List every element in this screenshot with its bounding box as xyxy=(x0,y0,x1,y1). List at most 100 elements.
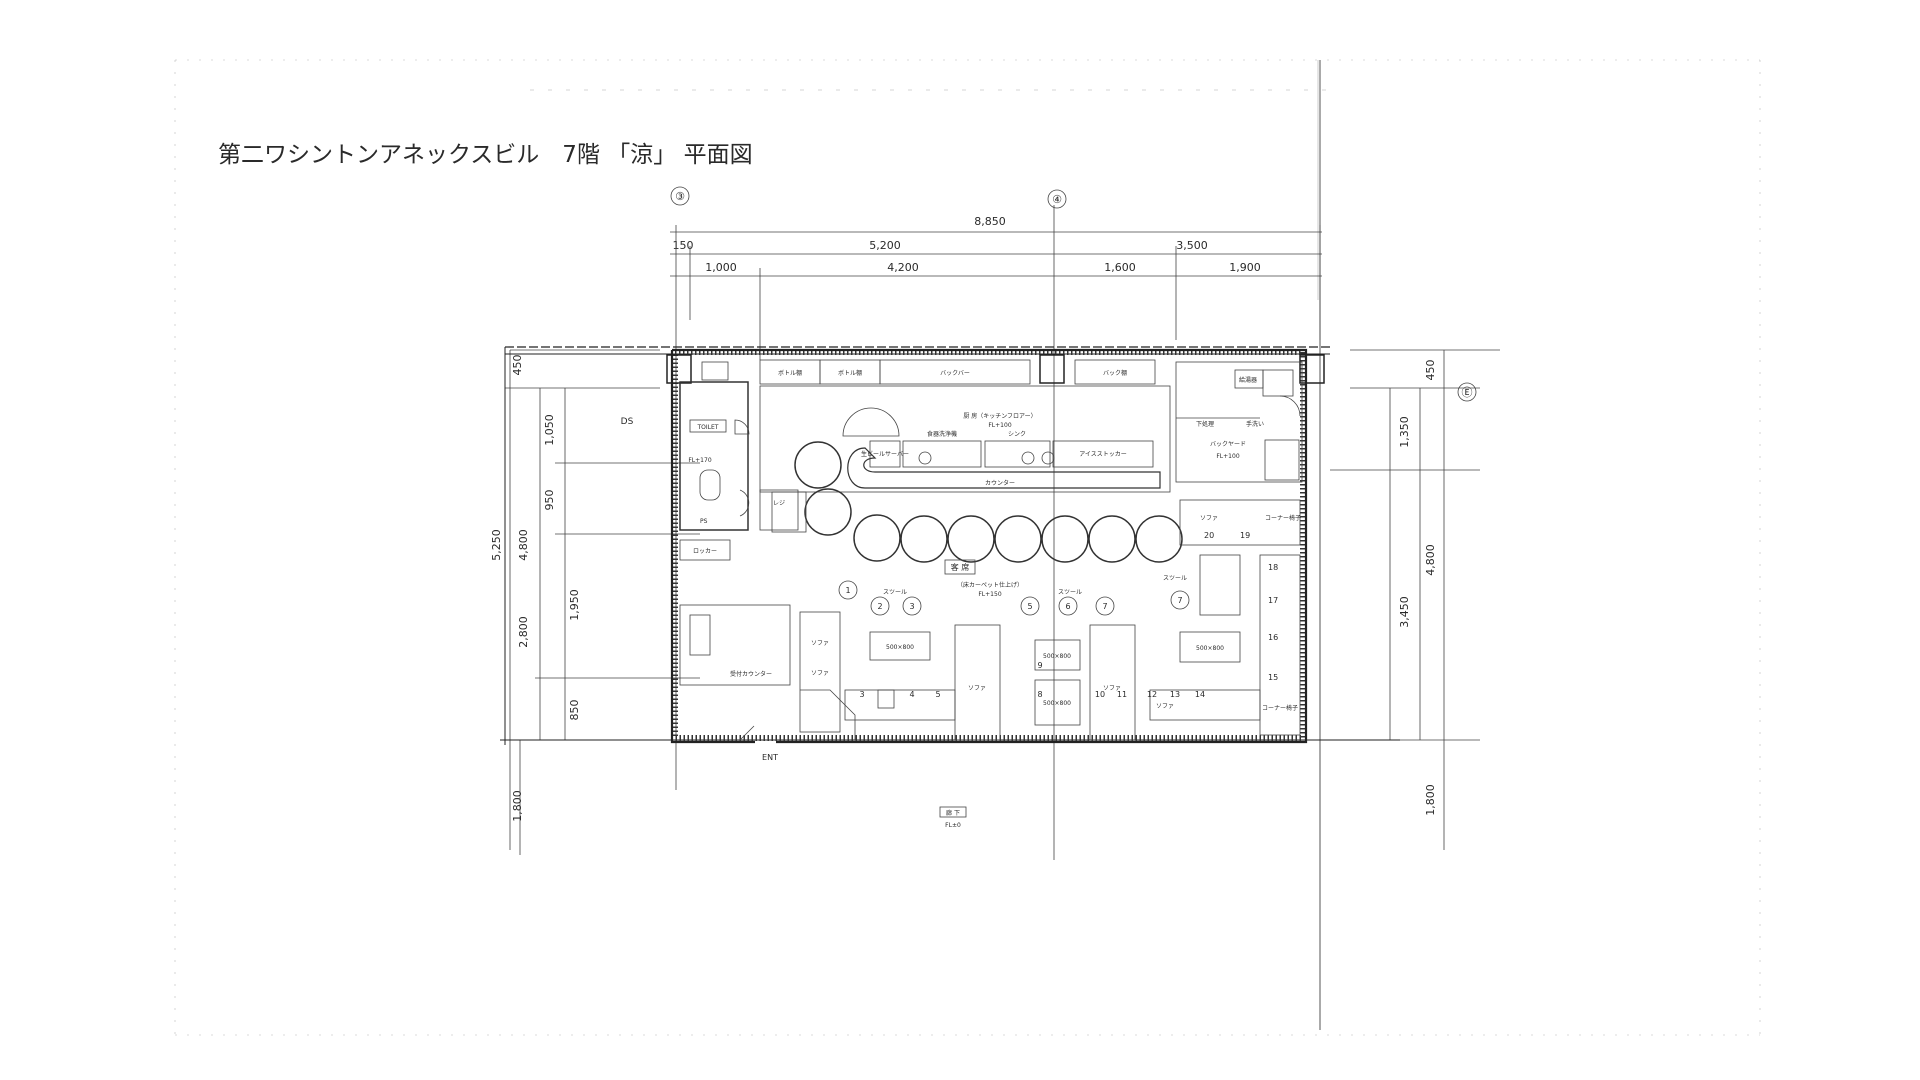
dim-1000: 1,000 xyxy=(705,261,737,274)
outer-walls xyxy=(500,346,1400,745)
svg-text:ソファ: ソファ xyxy=(1200,515,1218,522)
bar-counter: カウンター xyxy=(771,441,1183,563)
kitchen-floor-label: 厨 房（キッチンフロアー） xyxy=(963,412,1036,420)
dim-5200: 5,200 xyxy=(869,239,901,252)
svg-text:6: 6 xyxy=(1065,602,1070,611)
svg-text:500×800: 500×800 xyxy=(886,644,914,651)
grid-marker-3: ③ xyxy=(670,186,690,206)
bottle-shelf-a-label: ボトル棚 xyxy=(778,369,802,377)
svg-text:ソファ: ソファ xyxy=(1103,685,1121,692)
right-dimensions: 450 1,350 3,450 4,800 1,800 xyxy=(1330,349,1500,850)
bottle-shelf-b-label: ボトル棚 xyxy=(838,369,862,377)
svg-text:19: 19 xyxy=(1240,531,1250,540)
left-service-zone: DS TOILET FL+170 PS ロッカー 受付カウンター レジ ENT xyxy=(621,361,799,762)
counter-label: カウンター xyxy=(985,479,1015,487)
dim-left-4800: 4,800 xyxy=(517,529,530,561)
ice-stocker-label: アイスストッカー xyxy=(1079,451,1127,458)
corridor-label: 廊 下 xyxy=(946,809,960,817)
table-d xyxy=(1179,631,1241,663)
svg-text:ソファ: ソファ xyxy=(1156,703,1174,710)
scan-noise xyxy=(174,59,1761,1036)
svg-text:3: 3 xyxy=(859,690,864,699)
stool-label-a: スツール xyxy=(883,589,907,596)
stool-label-c: スツール xyxy=(1163,575,1187,582)
prep-room: 給湯器 下処理 手洗い バックヤード FL+100 xyxy=(1175,361,1303,483)
dim-right-4800: 4,800 xyxy=(1424,544,1437,576)
draft-beer-label: 生ビールサーバー xyxy=(861,450,909,458)
svg-text:コーナー椅子: コーナー椅子 xyxy=(1262,704,1298,712)
dim-left-450: 450 xyxy=(511,355,524,376)
dim-left-850: 850 xyxy=(568,700,581,721)
corridor-floor-level: FL±0 xyxy=(945,822,961,829)
bar-stool-8 xyxy=(1088,515,1136,563)
cashier-stand xyxy=(771,491,807,533)
svg-text:18: 18 xyxy=(1268,563,1278,572)
ps-door-swing xyxy=(739,489,750,517)
prep-floor-level: FL+100 xyxy=(1216,453,1239,460)
left-dimensions: 450 5,250 4,800 2,800 1,050 950 1,950 85… xyxy=(490,349,700,855)
svg-text:500×800: 500×800 xyxy=(1043,653,1071,660)
svg-text:16: 16 xyxy=(1268,633,1278,642)
dim-150: 150 xyxy=(673,239,694,252)
toilet-floor-level: FL+170 xyxy=(688,457,711,464)
back-shelf-label: バック棚 xyxy=(1103,369,1127,377)
back-shelves: ボトル棚 ボトル棚 バックバー バック棚 xyxy=(759,359,1156,385)
toilet-door-swing xyxy=(734,419,750,435)
dim-total-width: 8,850 xyxy=(974,215,1006,228)
dim-1600: 1,600 xyxy=(1104,261,1136,274)
dim-4200: 4,200 xyxy=(887,261,919,274)
grid-marker-e: Ⓔ xyxy=(1457,382,1477,402)
kitchen-floor-level: FL+100 xyxy=(988,422,1011,429)
dim-left-2800: 2,800 xyxy=(517,616,530,648)
svg-text:12: 12 xyxy=(1147,690,1157,699)
sofa-right-wall xyxy=(1259,554,1301,736)
svg-text:ソファ: ソファ xyxy=(811,670,829,677)
kitchen-door-swing xyxy=(842,407,900,437)
svg-text:ソファ: ソファ xyxy=(811,640,829,647)
bar-stool-2 xyxy=(804,488,852,536)
bar-stool-4 xyxy=(900,515,948,563)
corridor: 廊 下 FL±0 xyxy=(939,806,967,829)
svg-text:7: 7 xyxy=(1177,596,1182,605)
svg-text:Ⓔ: Ⓔ xyxy=(1462,386,1473,399)
dim-right-3450: 3,450 xyxy=(1398,596,1411,628)
bar-stool-9 xyxy=(1135,515,1183,563)
hall-sub-label: （床カーペット仕上げ） xyxy=(957,581,1023,589)
toilet-bowl xyxy=(699,469,721,501)
svg-text:17: 17 xyxy=(1268,596,1278,605)
dim-left-950: 950 xyxy=(543,490,556,511)
hall-floor-level: FL+150 xyxy=(978,591,1001,598)
round-stools: 1 2 3 5 6 7 7 xyxy=(838,580,1190,616)
table-c xyxy=(1034,679,1081,726)
svg-text:1: 1 xyxy=(845,586,850,595)
svg-text:11: 11 xyxy=(1117,690,1127,699)
sofa-left xyxy=(799,611,841,733)
dim-right-450: 450 xyxy=(1424,360,1437,381)
ds-label: DS xyxy=(621,417,634,427)
back-bar-label: バックバー xyxy=(940,370,970,377)
svg-text:5: 5 xyxy=(1027,602,1032,611)
svg-text:ソファ: ソファ xyxy=(968,685,986,692)
svg-text:9: 9 xyxy=(1037,661,1042,670)
water-heater-label: 給湯器 xyxy=(1239,376,1257,384)
kitchen: 厨 房（キッチンフロアー） FL+100 生ビールサーバー 食器洗浄機 シンク … xyxy=(759,385,1171,493)
stool-label-b: スツール xyxy=(1058,589,1082,596)
bar-stool-3 xyxy=(853,514,901,562)
svg-text:コーナー椅子: コーナー椅子 xyxy=(1265,514,1301,522)
hand-wash-label: 手洗い xyxy=(1246,420,1264,428)
bar-stool-7 xyxy=(1041,515,1089,563)
hall: 客 席 （床カーペット仕上げ） FL+150 スツール スツール スツール xyxy=(883,559,1187,598)
dim-3500: 3,500 xyxy=(1176,239,1208,252)
svg-text:500×800: 500×800 xyxy=(1043,700,1071,707)
plan-title: 第二ワシントンアネックスビル 7階 「涼」 平面図 xyxy=(218,142,753,168)
svg-text:7: 7 xyxy=(1102,602,1107,611)
svg-text:④: ④ xyxy=(1052,193,1062,206)
hall-label: 客 席 xyxy=(951,562,970,572)
tables-and-sofas: ソファ ソファ 500×800 3 4 5 ソファ 500×800 500×80… xyxy=(799,499,1301,741)
register-label: レジ xyxy=(773,500,785,507)
bar-stool-6 xyxy=(994,515,1042,563)
svg-text:14: 14 xyxy=(1195,690,1205,699)
dim-left-5250: 5,250 xyxy=(490,529,503,561)
entrance-door xyxy=(739,725,755,741)
